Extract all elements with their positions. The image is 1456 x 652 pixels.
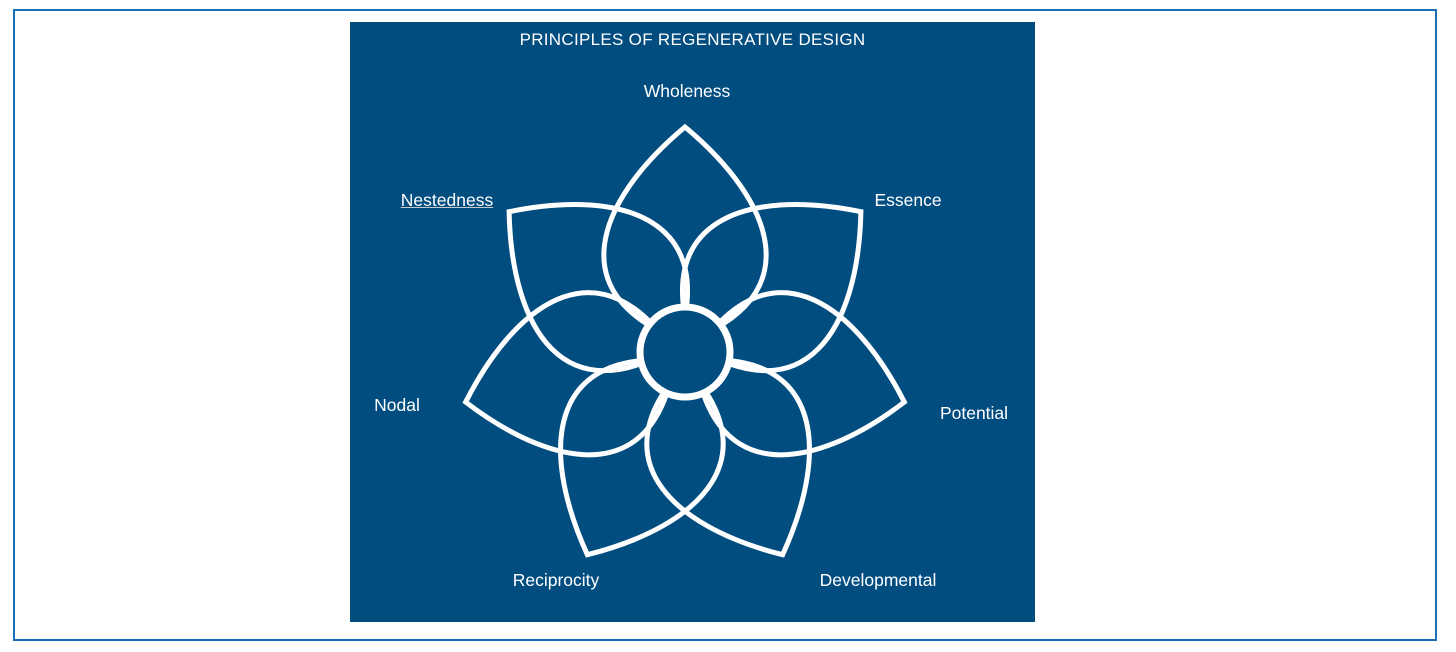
label-nestedness: Nestedness xyxy=(400,190,494,210)
petal-developmental xyxy=(644,357,812,558)
label-essence: Essence xyxy=(874,190,942,210)
petals-group xyxy=(462,123,908,558)
petal-nestedness xyxy=(506,202,691,374)
flower-diagram xyxy=(462,123,908,558)
label-reciprocity: Reciprocity xyxy=(512,570,600,590)
petal-reciprocity xyxy=(558,357,726,558)
label-nodal: Nodal xyxy=(374,395,420,415)
petal-wholeness xyxy=(601,123,769,345)
diagram-title: PRINCIPLES OF REGENERATIVE DESIGN xyxy=(519,30,866,49)
center-circle xyxy=(636,303,734,401)
petal-essence xyxy=(679,202,864,374)
label-potential: Potential xyxy=(939,403,1009,423)
petal-potential xyxy=(692,290,908,458)
petal-nodal xyxy=(462,290,678,458)
label-developmental: Developmental xyxy=(819,570,937,590)
diagram-panel: PRINCIPLES OF REGENERATIVE DESIGN Wholen… xyxy=(350,22,1035,622)
label-wholeness: Wholeness xyxy=(643,81,731,101)
